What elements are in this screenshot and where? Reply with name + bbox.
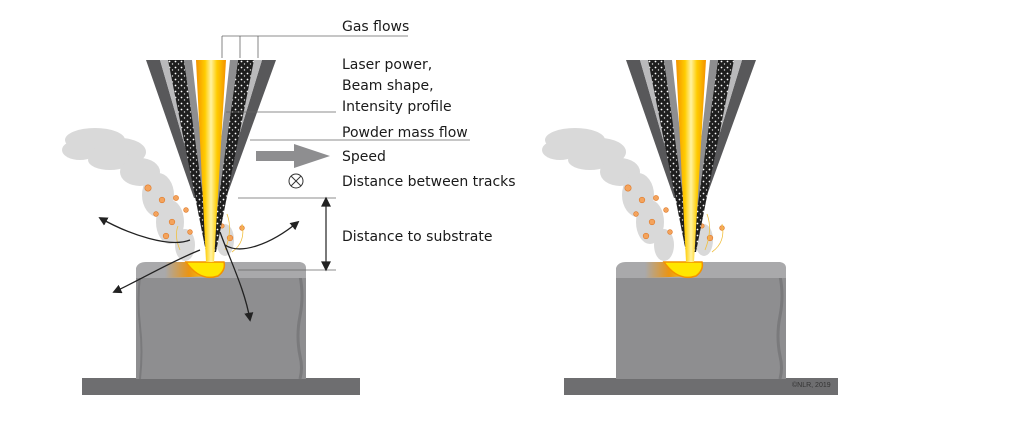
label-distance-between-tracks: Distance between tracks — [342, 174, 516, 190]
double-arrow-vertical-icon — [321, 196, 331, 272]
right-assembly — [542, 60, 838, 395]
powder-particles — [144, 184, 245, 242]
smoke-plume — [62, 128, 234, 261]
left-assembly — [62, 60, 360, 395]
speed-arrow-icon — [256, 144, 330, 168]
label-beam-shape: Beam shape, — [342, 78, 434, 94]
substrate-block — [136, 276, 306, 379]
label-intensity-profile: Intensity profile — [342, 99, 452, 115]
annotation-lines — [221, 35, 470, 271]
substrate-block-right — [616, 276, 786, 379]
gas-flow-arrows — [98, 217, 300, 322]
base-plate — [82, 378, 360, 395]
circle-cross-icon — [288, 173, 304, 189]
label-distance-to-substrate: Distance to substrate — [342, 229, 493, 245]
copyright-text: ©NLR, 2019 — [792, 382, 831, 389]
label-speed: Speed — [342, 149, 386, 165]
nozzle — [146, 60, 276, 262]
label-gas-flows: Gas flows — [342, 19, 410, 35]
label-powder-mass-flow: Powder mass flow — [342, 125, 468, 141]
laser-beam — [196, 60, 226, 262]
label-laser-power: Laser power, — [342, 57, 433, 73]
base-plate-right — [564, 378, 838, 395]
melt-pool — [184, 261, 226, 279]
